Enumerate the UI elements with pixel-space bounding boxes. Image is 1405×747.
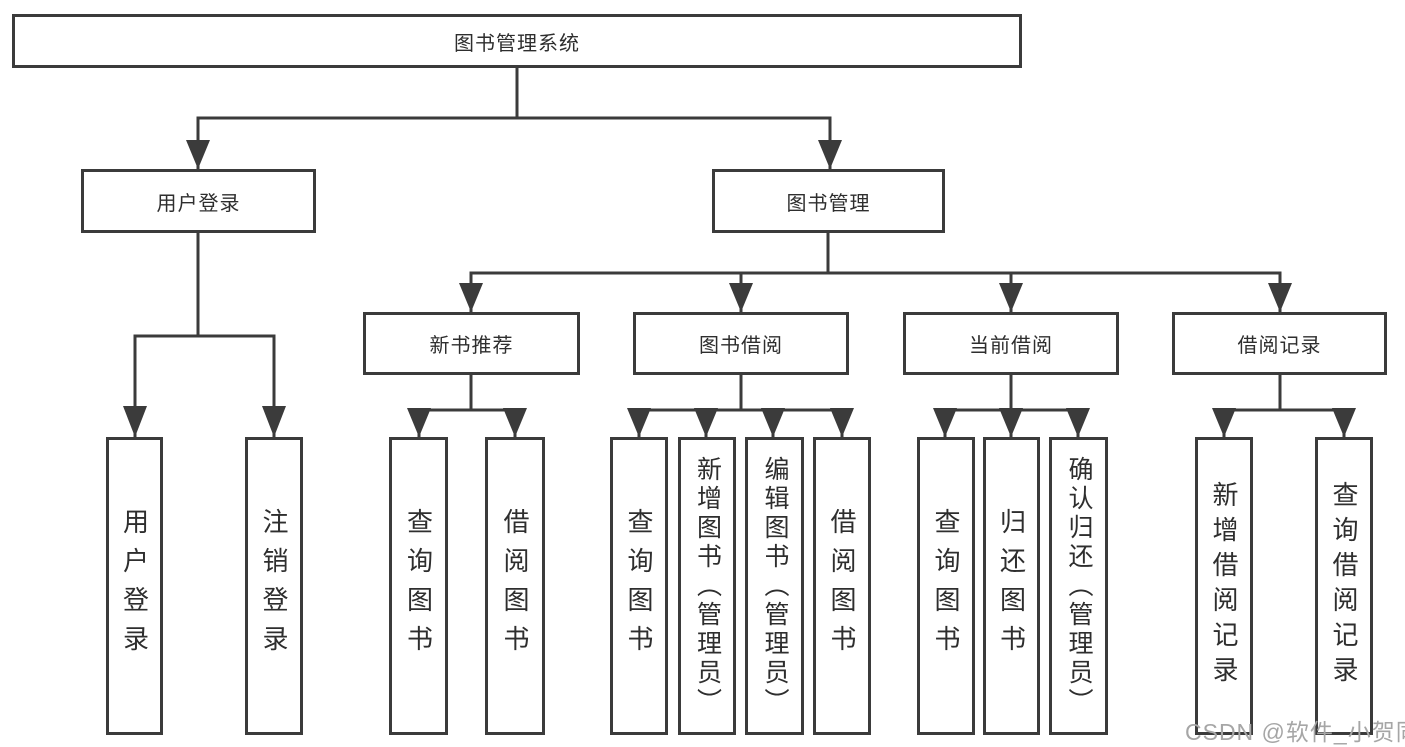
leaf-label: 查询图书 bbox=[403, 508, 434, 664]
csdn-watermark: CSDN @软件_小贺同学 bbox=[1185, 719, 1405, 745]
leaf-user-login: 用户登录 bbox=[106, 437, 163, 735]
leaf-label: 借阅图书 bbox=[827, 508, 857, 664]
leaf-query-borrow-record: 查询借阅记录 bbox=[1315, 437, 1373, 735]
leaf-add-borrow-record: 新增借阅记录 bbox=[1195, 437, 1253, 735]
leaf-edit-books-admin: 编辑图书（管理员） bbox=[745, 437, 804, 735]
arrowhead-icons bbox=[123, 140, 1356, 437]
leaf-label: 新增图书（管理员） bbox=[693, 455, 722, 717]
leaf-label: 归还图书 bbox=[996, 508, 1027, 664]
node-new-book-recommend: 新书推荐 bbox=[363, 312, 580, 375]
leaf-label: 新增借阅记录 bbox=[1209, 481, 1239, 691]
leaf-query-books-recommend: 查询图书 bbox=[389, 437, 448, 735]
leaf-add-books-admin: 新增图书（管理员） bbox=[678, 437, 736, 735]
leaf-confirm-return-admin: 确认归还（管理员） bbox=[1049, 437, 1108, 735]
node-borrow-records: 借阅记录 bbox=[1172, 312, 1387, 375]
leaf-borrow-books-recommend: 借阅图书 bbox=[485, 437, 545, 735]
leaf-query-books-current: 查询图书 bbox=[917, 437, 975, 735]
leaf-label: 借阅图书 bbox=[500, 508, 530, 664]
leaf-label: 查询借阅记录 bbox=[1329, 481, 1359, 691]
leaf-label: 用户登录 bbox=[119, 508, 150, 664]
leaf-query-books-borrow: 查询图书 bbox=[610, 437, 668, 735]
leaf-label: 注销登录 bbox=[259, 508, 289, 664]
node-root-library-system: 图书管理系统 bbox=[12, 14, 1022, 68]
leaf-label: 确认归还（管理员） bbox=[1065, 455, 1093, 717]
node-user-login: 用户登录 bbox=[81, 169, 316, 233]
leaf-borrow-books: 借阅图书 bbox=[813, 437, 871, 735]
leaf-return-books: 归还图书 bbox=[983, 437, 1040, 735]
node-book-borrow: 图书借阅 bbox=[633, 312, 849, 375]
leaf-label: 编辑图书（管理员） bbox=[761, 455, 789, 717]
leaf-logout: 注销登录 bbox=[245, 437, 303, 735]
node-current-borrow: 当前借阅 bbox=[903, 312, 1119, 375]
leaf-label: 查询图书 bbox=[624, 508, 654, 664]
leaf-label: 查询图书 bbox=[931, 508, 961, 664]
node-book-management: 图书管理 bbox=[712, 169, 945, 233]
